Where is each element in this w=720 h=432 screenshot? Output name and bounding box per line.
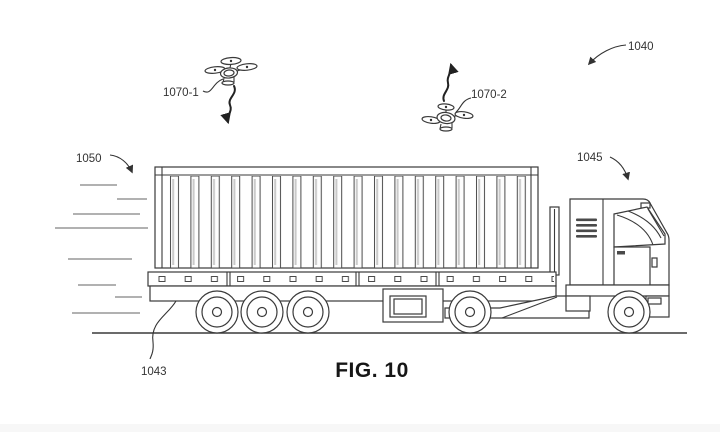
callout-label-1040: 1040 xyxy=(628,41,654,53)
cab-vents xyxy=(576,218,597,238)
callout-label-1045: 1045 xyxy=(577,152,603,164)
exhaust-stack xyxy=(549,206,560,276)
trailer-wheel xyxy=(240,290,284,334)
door-latch xyxy=(651,257,658,268)
drive-wheel xyxy=(448,290,492,334)
cab-window xyxy=(613,206,666,248)
callout-line-1043 xyxy=(149,300,177,360)
motion-lines xyxy=(55,184,148,314)
trailer-wheel xyxy=(195,290,239,334)
ascend-arrow xyxy=(442,62,459,102)
shipping-container xyxy=(154,166,539,269)
trailer-toolbox xyxy=(382,288,444,323)
bumper-plate xyxy=(647,297,662,305)
cab-step-box xyxy=(565,295,591,312)
drone-descending xyxy=(204,56,258,86)
front-wheel xyxy=(607,290,651,334)
callout-line-1070-1 xyxy=(202,78,224,93)
callout-line-1070-2 xyxy=(455,97,472,113)
figure-caption: FIG. 10 xyxy=(335,359,409,382)
page-edge-strip xyxy=(0,424,720,432)
callout-label-1070-2: 1070-2 xyxy=(471,89,507,101)
wheels xyxy=(195,290,651,334)
container-corrugation xyxy=(166,176,528,268)
drone-ascending xyxy=(421,103,474,132)
callout-arrow-1050 xyxy=(109,154,134,174)
callout-arrow-1045 xyxy=(609,156,630,181)
cab-door xyxy=(613,246,658,286)
descend-arrow xyxy=(220,85,236,125)
trailer-wheel xyxy=(286,290,330,334)
callout-label-1050: 1050 xyxy=(76,153,102,165)
callouts: 1040 1043 1045 1050 1070-1 1070-2 xyxy=(76,41,654,378)
door-handle xyxy=(617,251,625,255)
callout-label-1043: 1043 xyxy=(141,366,167,378)
truck-cab xyxy=(565,198,670,318)
callout-label-1070-1: 1070-1 xyxy=(163,87,199,99)
callout-arrow-1040 xyxy=(587,44,627,66)
